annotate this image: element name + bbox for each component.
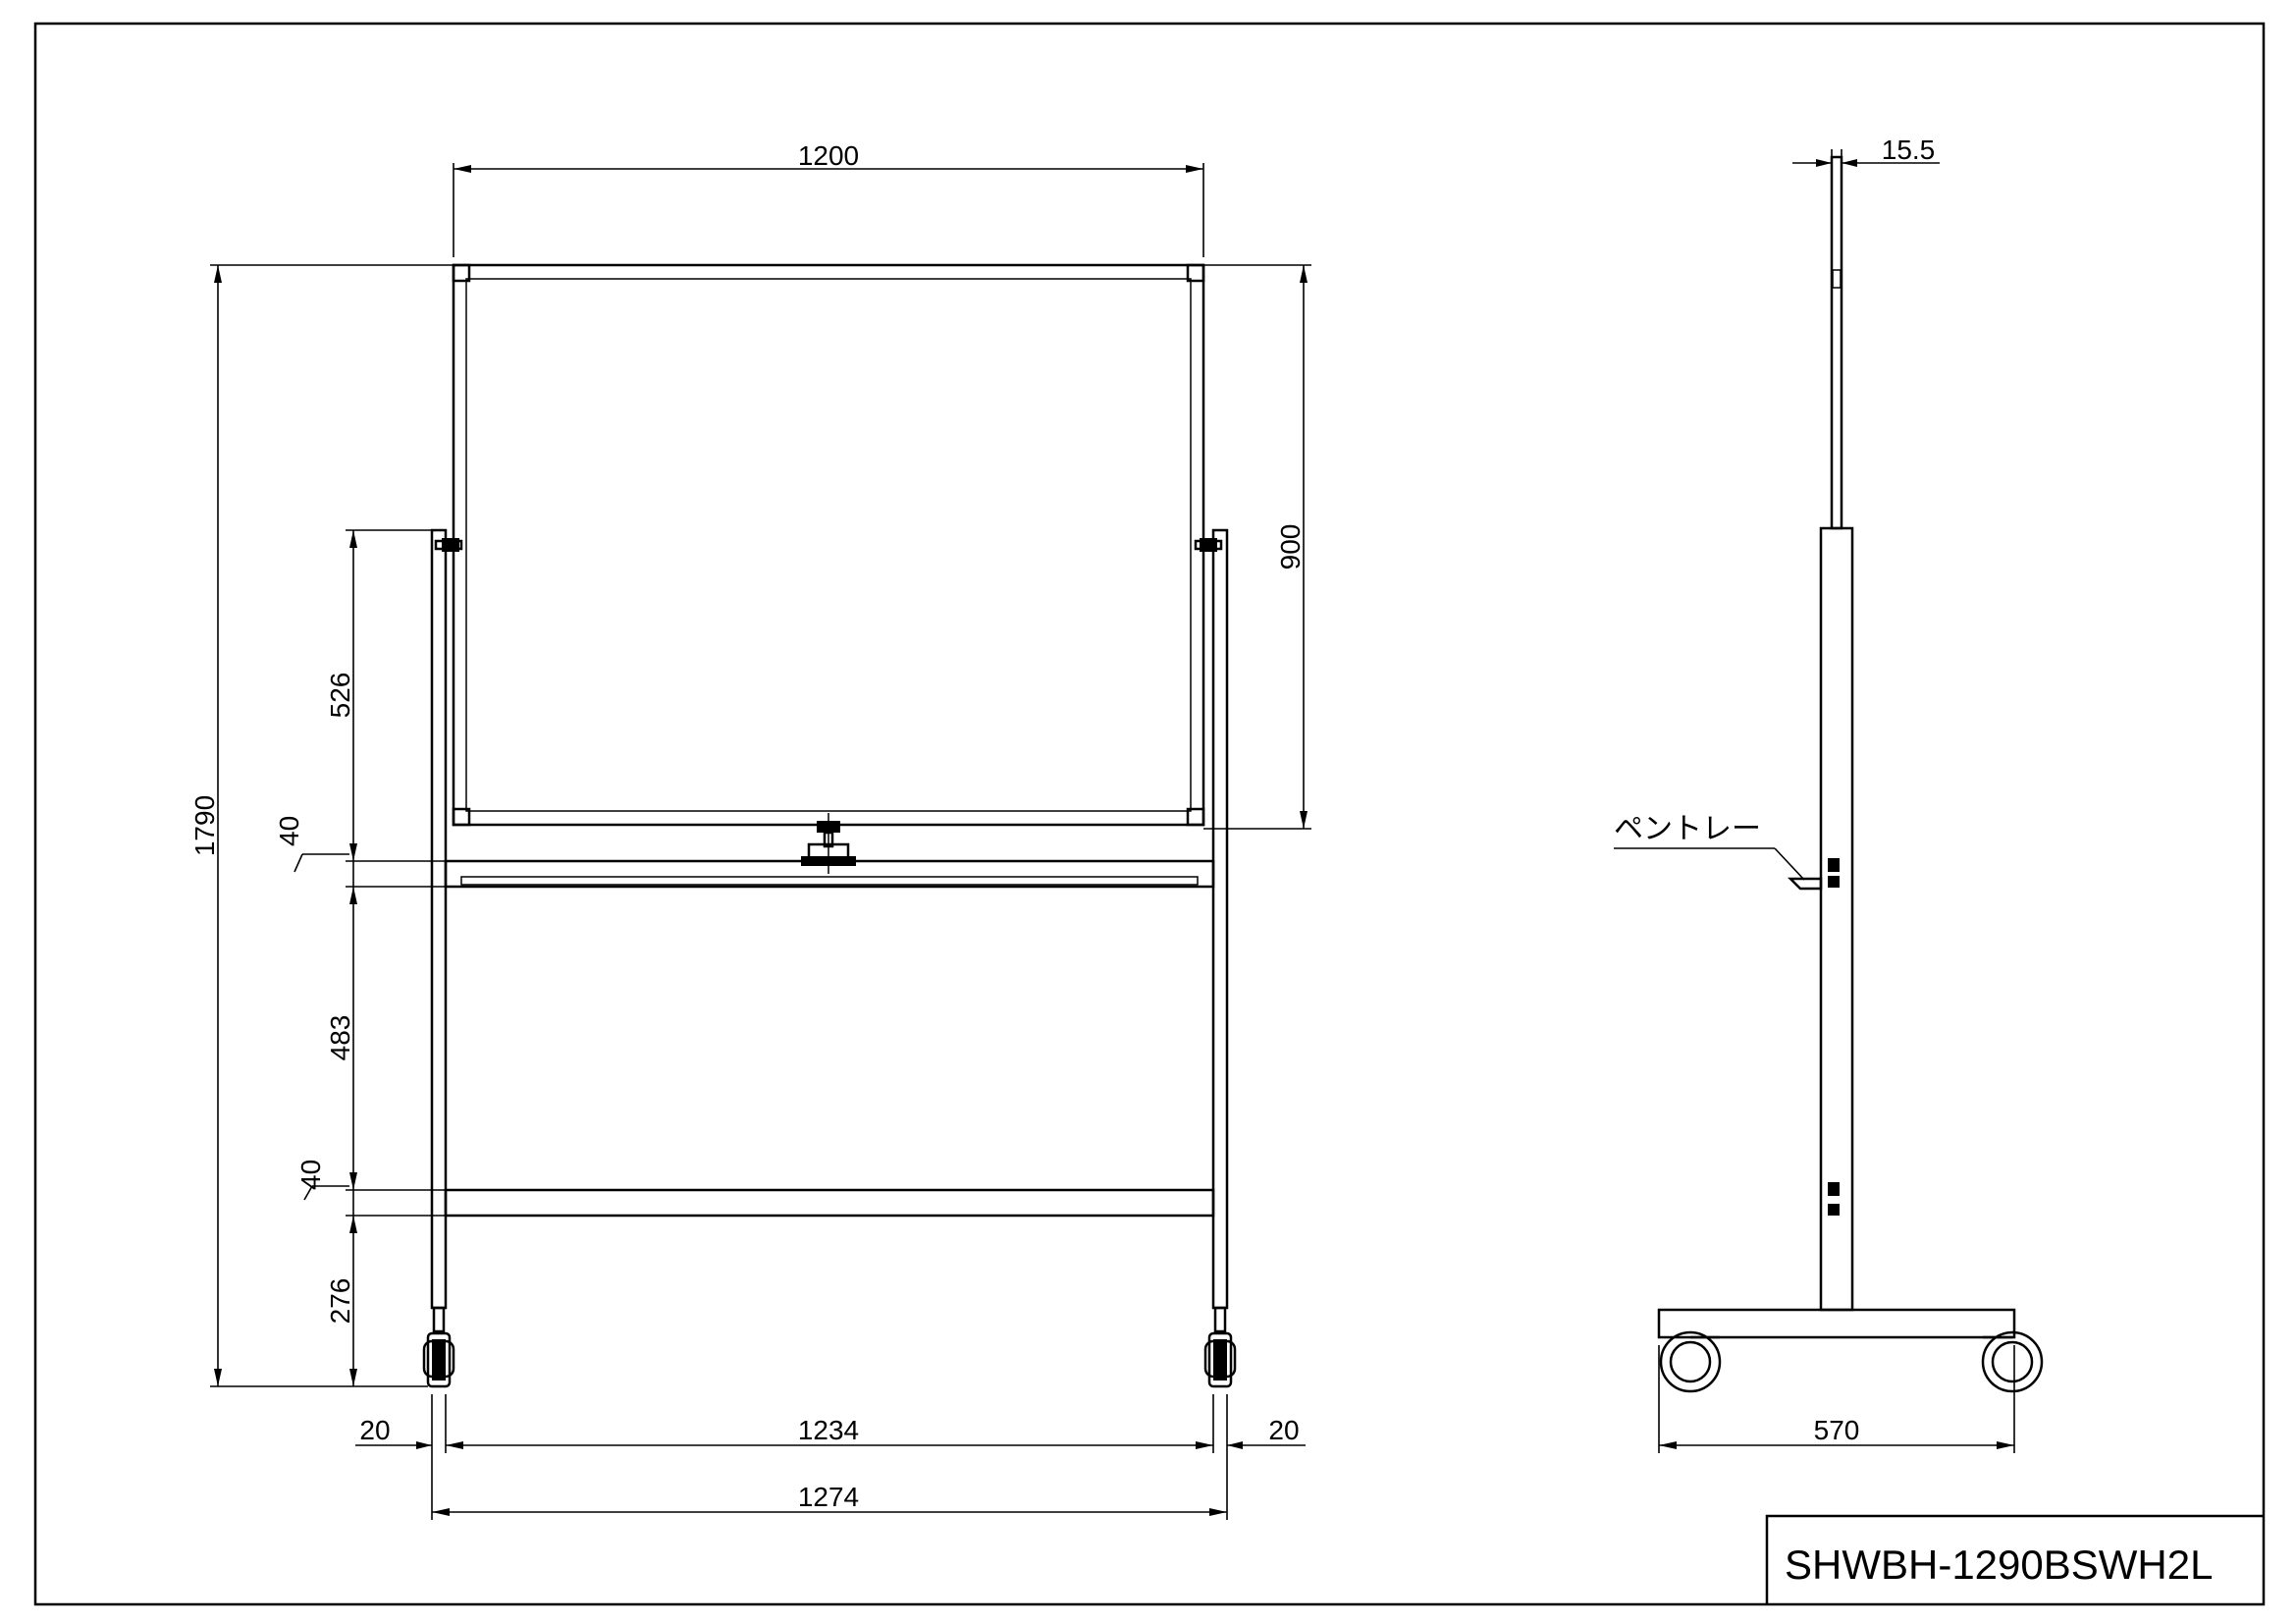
lower-bracket (1828, 1182, 1840, 1216)
dim-inner-width: 1234 (798, 1415, 859, 1445)
dim-upper-bar: 40 (274, 816, 304, 846)
side-dimensions: 15.5 570 (1658, 135, 2015, 1453)
side-base (1657, 1308, 2016, 1339)
model-number: SHWBH-1290BSWH2L (1785, 1542, 2213, 1588)
caster-right (1203, 1331, 1237, 1388)
dim-bottom: 276 (325, 1278, 355, 1325)
title-block: SHWBH-1290BSWH2L (1765, 1514, 2264, 1604)
dim-board-thickness: 15.5 (1882, 135, 1936, 165)
board-edge (1830, 155, 1843, 530)
right-leg (1211, 528, 1229, 1333)
dim-overall-height: 1790 (189, 795, 220, 856)
dim-board-height: 900 (1275, 524, 1306, 570)
side-caster-left (1659, 1330, 1722, 1393)
whiteboard-frame (452, 263, 1205, 827)
dim-board-width: 1200 (798, 140, 859, 171)
dim-left-leg: 20 (359, 1415, 390, 1445)
pivot-knob-right (1194, 538, 1223, 552)
side-view: 15.5 570 ペントレー (1614, 135, 2044, 1453)
front-dimensions: 1200 1790 900 (189, 140, 1311, 1520)
caster-left (422, 1331, 455, 1388)
dim-upper-gap: 526 (325, 673, 355, 719)
front-view: 1200 1790 900 (189, 140, 1311, 1520)
board-latch (801, 813, 856, 874)
dim-overall-width: 1274 (798, 1482, 859, 1512)
pen-tray-callout: ペントレー (1614, 812, 1805, 881)
side-caster-right (1981, 1330, 2044, 1393)
dim-base-width: 570 (1814, 1415, 1860, 1445)
lower-crossbar (444, 1188, 1215, 1218)
pivot-knob-left (434, 538, 463, 552)
drawing-border (33, 22, 2266, 1606)
left-leg (430, 528, 448, 1333)
dim-middle-gap: 483 (325, 1015, 355, 1061)
dim-right-leg: 20 (1268, 1415, 1299, 1445)
pen-tray-label: ペントレー (1614, 812, 1761, 846)
dim-lower-bar: 40 (295, 1160, 326, 1190)
pen-tray-bracket (1787, 858, 1840, 891)
